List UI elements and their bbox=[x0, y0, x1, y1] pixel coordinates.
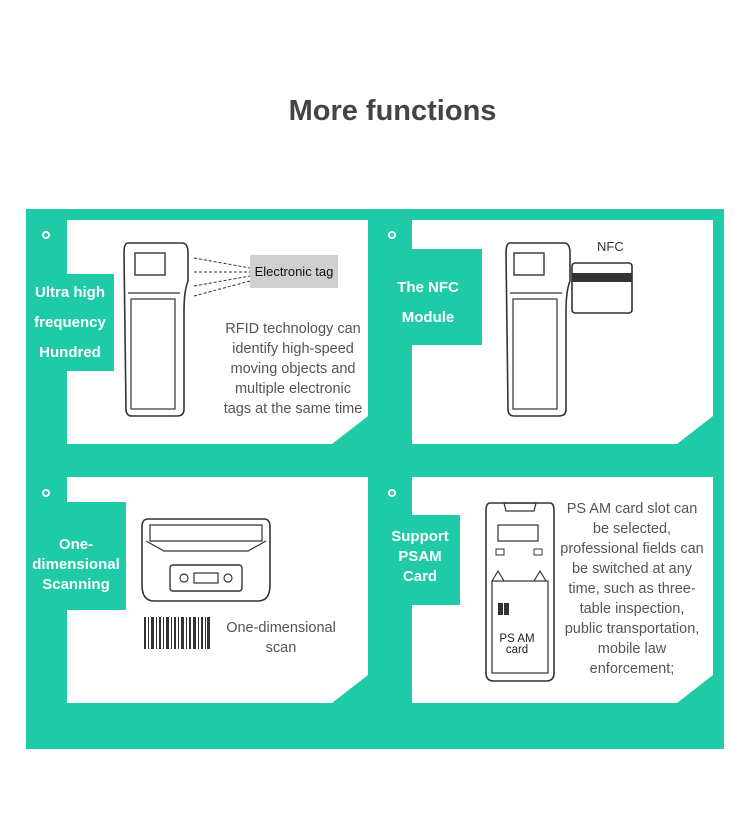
psam-card-text: PS AM card bbox=[499, 633, 535, 656]
feature-label-line: dimensional bbox=[32, 556, 120, 573]
bullet-dot bbox=[388, 231, 396, 239]
feature-label-line: Module bbox=[401, 309, 455, 326]
feature-label-line: The NFC bbox=[397, 279, 459, 296]
feature-description-uhf: RFID technology can identify high-speed … bbox=[223, 321, 363, 417]
feature-label-nfc: The NFC Module bbox=[374, 249, 482, 345]
barcode-icon bbox=[144, 617, 210, 649]
feature-label-uhf: Ultra high frequency Hundred bbox=[26, 274, 114, 371]
scanner-head-illustration bbox=[141, 518, 271, 602]
feature-label-scan: One- dimensional Scanning bbox=[26, 502, 126, 610]
feature-description-scan: One-dimensional scan bbox=[226, 620, 336, 656]
feature-label-psam: Support PSAM Card bbox=[380, 515, 460, 605]
feature-description-psam: PS AM card slot can be selected, profess… bbox=[560, 501, 704, 677]
feature-label-line: PSAM bbox=[398, 548, 442, 565]
feature-panel: Ultra high frequency Hundred Electronic … bbox=[26, 209, 724, 749]
page-title: More functions bbox=[288, 95, 497, 127]
psam-slot-illustration bbox=[485, 502, 555, 682]
signal-lines bbox=[193, 257, 251, 297]
feature-label-line: frequency bbox=[34, 314, 106, 331]
bullet-dot bbox=[42, 489, 50, 497]
nfc-card-text: NFC bbox=[597, 239, 624, 254]
nfc-card-illustration bbox=[505, 242, 633, 417]
feature-label-line: Card bbox=[402, 568, 438, 585]
feature-label-line: Hundred bbox=[39, 344, 101, 361]
bullet-dot bbox=[42, 231, 50, 239]
feature-card-psam bbox=[412, 477, 713, 703]
feature-label-line: Support bbox=[391, 528, 449, 545]
handheld-device-illustration bbox=[123, 242, 189, 417]
bullet-dot bbox=[388, 489, 396, 497]
feature-label-line: Scanning bbox=[42, 576, 110, 593]
electronic-tag-label: Electronic tag bbox=[250, 255, 338, 288]
feature-label-line: One- bbox=[58, 536, 94, 553]
feature-label-line: Ultra high bbox=[35, 284, 105, 301]
